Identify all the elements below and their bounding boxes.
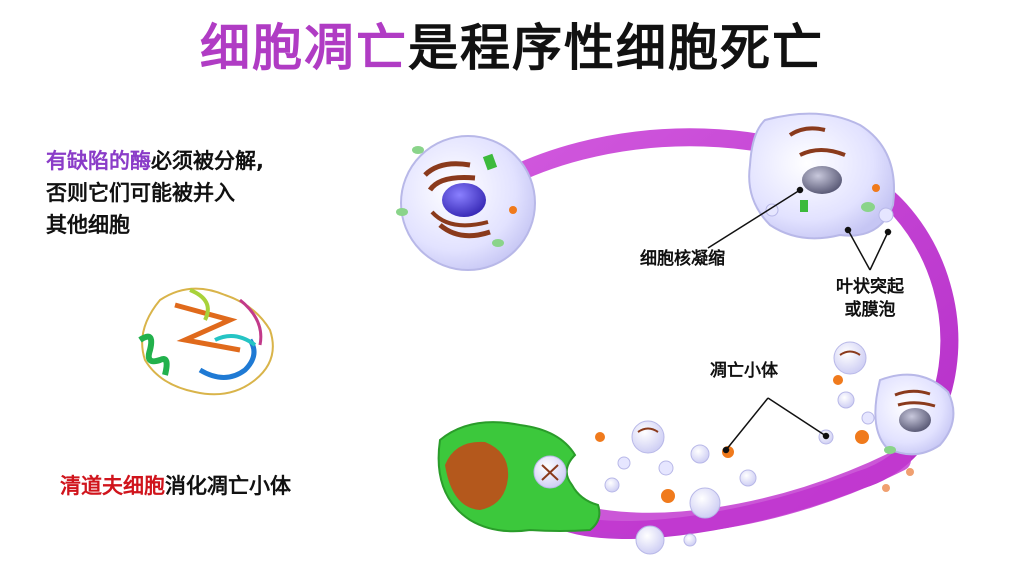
bottom-note-rest: 消化凋亡小体 (165, 474, 291, 498)
bottom-note: 清道夫细胞消化凋亡小体 (60, 470, 291, 502)
left-note-highlight: 有缺陷的酶 (46, 149, 151, 173)
label-nucleus-condense: 细胞核凝缩 (640, 248, 725, 271)
scavenger-cell-icon (439, 422, 600, 531)
label-apoptotic-bodies: 凋亡小体 (710, 360, 778, 383)
left-note-line2: 否则它们可能被并入 (46, 177, 264, 209)
label-blebs-line2: 或膜泡 (836, 299, 904, 322)
shrinking-cell-icon (749, 114, 894, 239)
apoptotic-cell-icon (875, 375, 953, 455)
left-note-line1: 有缺陷的酶必须被分解, (46, 145, 264, 177)
left-note-line3: 其他细胞 (46, 209, 264, 241)
label-blebs-line1: 叶状突起 (836, 276, 904, 299)
left-note: 有缺陷的酶必须被分解, 否则它们可能被并入 其他细胞 (46, 145, 264, 241)
title-highlight: 细胞凋亡 (200, 19, 408, 77)
page-title: 细胞凋亡是程序性细胞死亡 (0, 8, 1024, 80)
label-blebs: 叶状突起 或膜泡 (836, 276, 904, 322)
title-rest: 是程序性细胞死亡 (408, 19, 824, 77)
normal-cell-icon (396, 136, 535, 270)
bottom-note-highlight: 清道夫细胞 (60, 474, 165, 498)
left-note-line1-rest: 必须被分解, (151, 149, 264, 173)
protein-structure-icon (140, 289, 273, 395)
